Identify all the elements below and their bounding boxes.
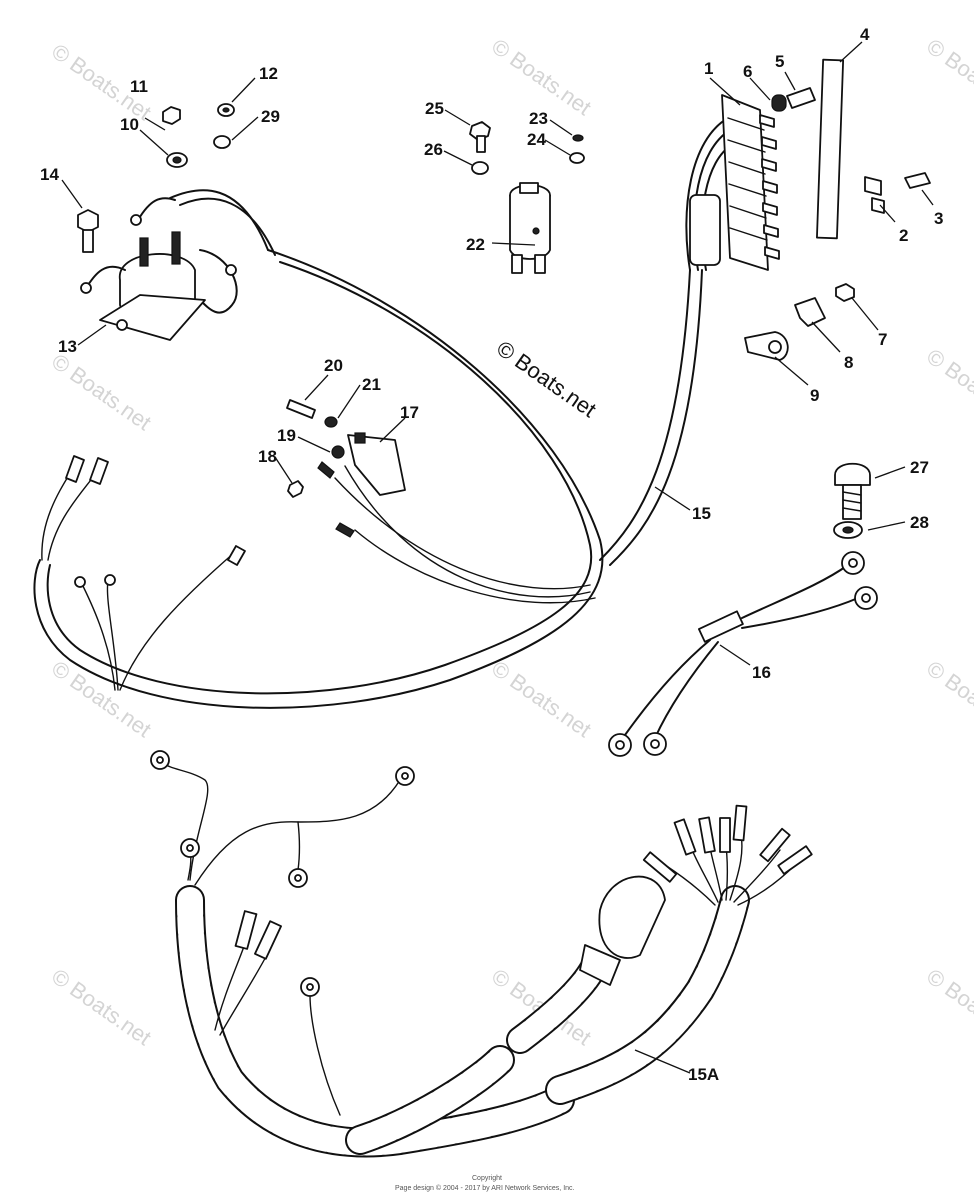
- callout-23: 23: [529, 109, 548, 128]
- callout-29: 29: [261, 107, 280, 126]
- callout-20: 20: [324, 356, 343, 375]
- callout-6: 6: [743, 62, 752, 81]
- terminal-parts-2-9: [744, 58, 931, 361]
- callout-14: 14: [40, 165, 59, 184]
- watermark-tile: © Boats.net: [487, 656, 596, 743]
- callout-9: 9: [810, 386, 819, 405]
- callout-4: 4: [860, 25, 870, 44]
- solenoid-13: [80, 189, 276, 341]
- watermark-main: © Boats.net: [492, 336, 601, 423]
- callout-12: 12: [259, 64, 278, 83]
- watermark-tile: © Boats.net: [47, 964, 156, 1051]
- callout-10: 10: [120, 115, 139, 134]
- capacitor-22: [509, 182, 551, 274]
- callout-21: 21: [362, 375, 381, 394]
- leader-lines: [61, 41, 934, 1074]
- callout-18: 18: [258, 447, 277, 466]
- terminal-block-1: [685, 94, 780, 271]
- watermark-tile: © Boats.net: [922, 34, 974, 121]
- callout-5: 5: [775, 52, 784, 71]
- callout-24: 24: [527, 130, 546, 149]
- callout-15a: 15A: [688, 1065, 719, 1084]
- callout-8: 8: [844, 353, 853, 372]
- callout-25: 25: [425, 99, 444, 118]
- callout-labels: 1 2 3 4 5 6 7 8 9 10 11 12 13 14 15 15A …: [40, 25, 943, 1084]
- screws-23-26: [469, 121, 585, 175]
- bolt-27-washer-28: [833, 462, 871, 539]
- harness-15: [33, 249, 703, 709]
- callout-28: 28: [910, 513, 929, 532]
- callout-22: 22: [466, 235, 485, 254]
- callout-17: 17: [400, 403, 419, 422]
- watermark-tile: © Boats.net: [922, 964, 974, 1051]
- footer-line-2: Page design © 2004 - 2017 by ARI Network…: [395, 1184, 575, 1192]
- callout-7: 7: [878, 330, 887, 349]
- callout-1: 1: [704, 59, 713, 78]
- callout-13: 13: [58, 337, 77, 356]
- nuts-10-11-12-29: [162, 103, 235, 168]
- callout-11: 11: [130, 77, 148, 96]
- harness-15a: [150, 750, 813, 1158]
- callout-27: 27: [910, 458, 929, 477]
- watermark-tile: © Boats.net: [922, 656, 974, 743]
- callout-3: 3: [934, 209, 943, 228]
- callout-26: 26: [424, 140, 443, 159]
- bolt-14: [77, 209, 99, 253]
- callout-2: 2: [899, 226, 908, 245]
- watermark-tile: © Boats.net: [487, 34, 596, 121]
- watermark-tile: © Boats.net: [47, 349, 156, 436]
- switch-17: [286, 399, 406, 538]
- battery-cable-16: [608, 551, 878, 757]
- callout-15: 15: [692, 504, 711, 523]
- callout-19: 19: [277, 426, 296, 445]
- watermark-tile: © Boats.net: [47, 656, 156, 743]
- watermark-tile: © Boats.net: [922, 344, 974, 431]
- callout-16: 16: [752, 663, 771, 682]
- footer-line-1: Copyright: [472, 1175, 502, 1182]
